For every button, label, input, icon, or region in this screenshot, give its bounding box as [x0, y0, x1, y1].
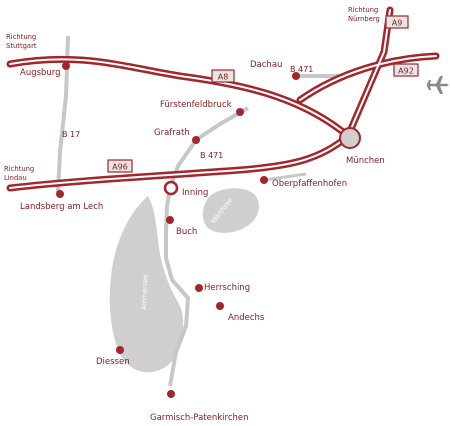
b471-road-south [164, 106, 249, 387]
b471-south-label: B 471 [200, 151, 223, 160]
andechs-label: Andechs [228, 313, 265, 323]
b471-north-label: B 471 [290, 65, 313, 74]
augsburg-label: Augsburg [20, 68, 61, 78]
fuerstenfeldbruck-marker [236, 108, 244, 116]
svg-text:A9: A9 [392, 19, 403, 28]
a96-motorway [9, 135, 349, 189]
a96-shield: A96 [107, 159, 133, 173]
grafrath-label: Grafrath [154, 128, 190, 138]
landsberg-label: Landsberg am Lech [20, 202, 103, 212]
landsberg-marker [56, 190, 64, 198]
a8-shield: A8 [211, 69, 235, 83]
b17-label: B 17 [62, 130, 80, 139]
grafrath-marker [192, 136, 200, 144]
svg-text:A96: A96 [112, 163, 128, 172]
direction-lindau-line2: Lindau [4, 174, 27, 182]
dachau-marker [292, 72, 300, 80]
ammersee-lake [109, 196, 184, 373]
andechs-marker [216, 302, 224, 310]
augsburg-marker [62, 62, 70, 70]
a8-motorway [9, 58, 349, 137]
airplane-icon [427, 76, 449, 94]
buch-marker [166, 216, 174, 224]
inning-label: Inning [182, 188, 208, 198]
direction-lindau-line1: Richtung [4, 165, 34, 173]
garmisch-marker [167, 390, 175, 398]
road-to-oberpfaffenhofen [263, 172, 307, 182]
herrsching-marker [195, 284, 203, 292]
muenchen-hub [339, 127, 361, 149]
direction-stuttgart-line1: Richtung [6, 33, 36, 41]
buch-label: Buch [176, 227, 197, 237]
a92-shield: A92 [393, 63, 419, 77]
diessen-label: Diessen [96, 357, 130, 367]
svg-text:A8: A8 [218, 73, 229, 82]
oberpfaffenhofen-marker [260, 176, 268, 184]
direction-nuernberg-line2: Nürnberg [348, 15, 380, 23]
diessen-marker [116, 346, 124, 354]
garmisch-label: Garmisch-Patenkirchen [150, 413, 249, 423]
herrsching-label: Herrsching [204, 283, 250, 293]
svg-text:A92: A92 [398, 67, 414, 76]
fuerstenfeldbruck-label: Fürstenfeldbruck [160, 100, 232, 110]
inning-marker [163, 180, 179, 196]
direction-stuttgart-line2: Stuttgart [6, 42, 37, 50]
a92-motorway [299, 55, 437, 101]
dachau-label: Dachau [250, 60, 282, 70]
oberpfaffenhofen-label: Oberpfaffenhofen [272, 179, 347, 189]
woerthsee-lake [202, 188, 259, 233]
direction-nuernberg-line1: Richtung [348, 6, 378, 14]
a9-shield: A9 [385, 15, 409, 29]
ammersee-label: Ammersee [140, 275, 149, 310]
muenchen-label: München [346, 156, 385, 166]
